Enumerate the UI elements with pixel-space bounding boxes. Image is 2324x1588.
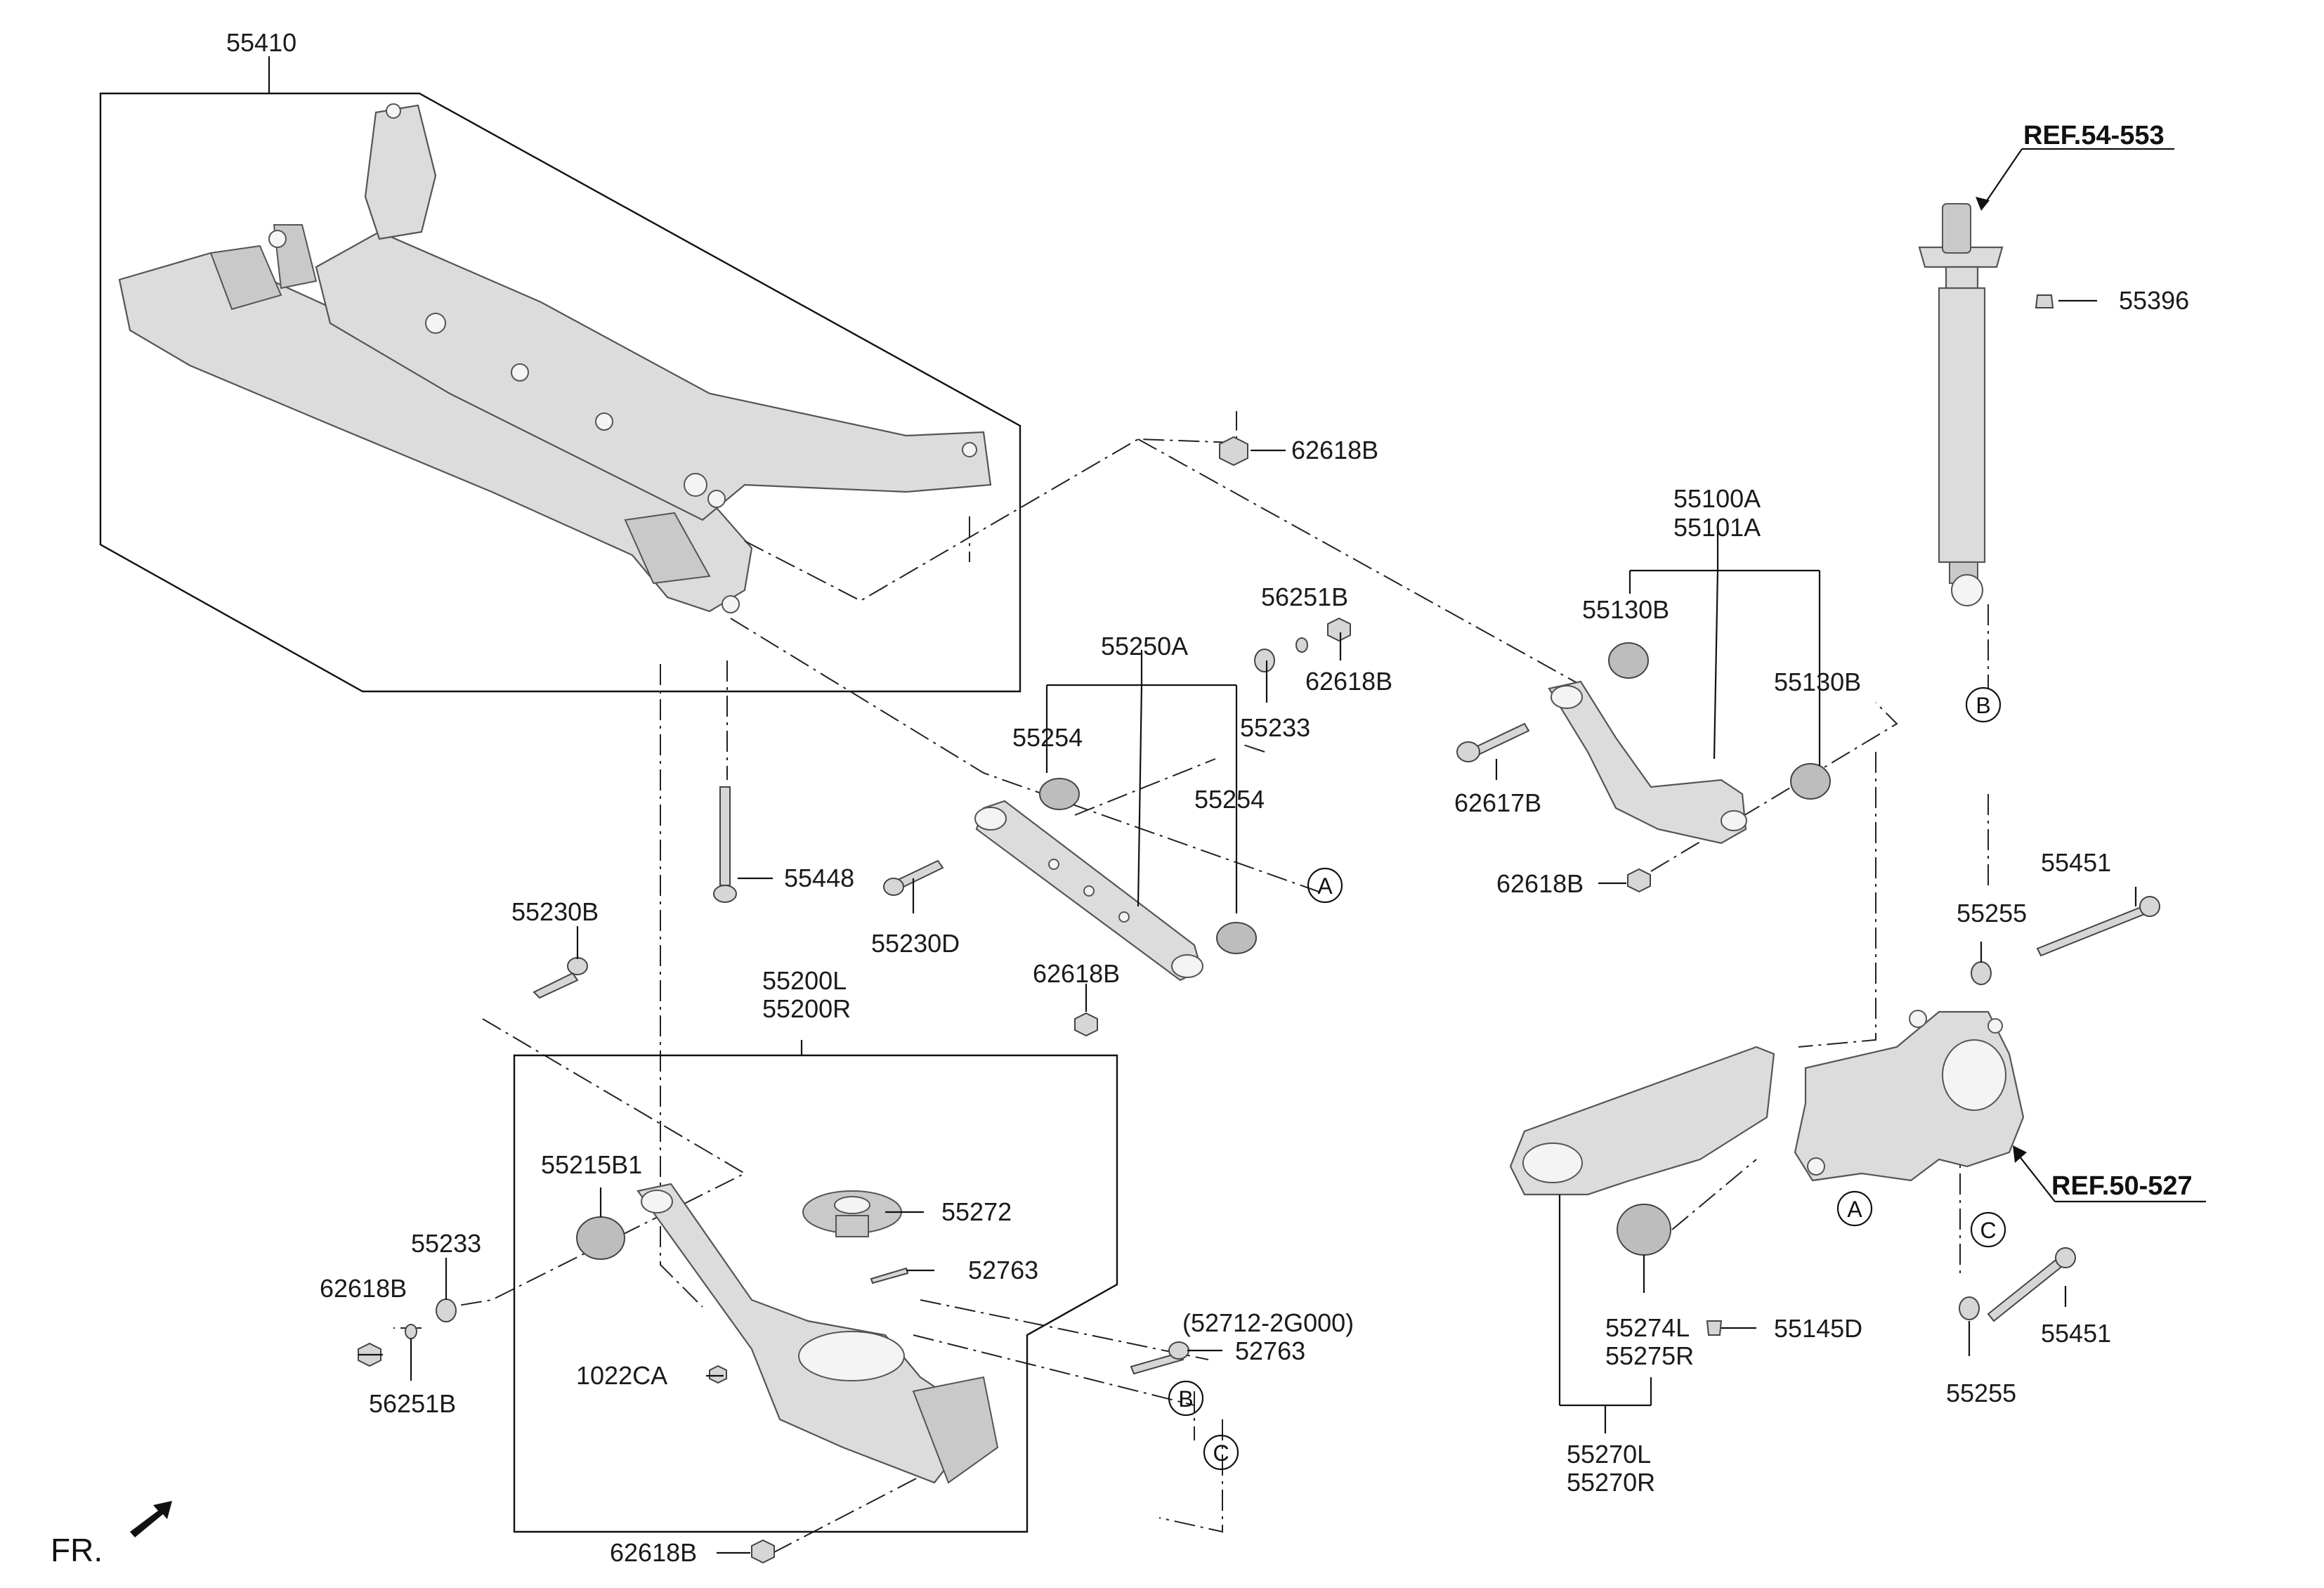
label-nut-upperarm: 62618B: [1496, 869, 1584, 898]
label-washer-55255-bottom: 55255: [1946, 1379, 2016, 1407]
label-nut-bottom: 62618B: [610, 1538, 697, 1567]
label-upper-bush-left: 55130B: [1582, 595, 1669, 624]
label-washer-55233-top: 55233: [1240, 713, 1310, 742]
part-labels: 55410 62618B 55100A 55101A 55130B 55130B…: [51, 28, 2193, 1568]
label-bush-55215b1: 55215B1: [541, 1150, 642, 1179]
assist-arm[interactable]: [974, 800, 1203, 982]
label-bolt-55451-bottom: 55451: [2041, 1319, 2111, 1348]
trailing-arm-bushing: [1617, 1204, 1671, 1256]
label-nut-top: 62618B: [1291, 436, 1378, 464]
label-bolt-55230b: 55230B: [511, 897, 599, 926]
label-knuckle-ref: REF.50-527: [2051, 1171, 2193, 1201]
label-bolt-62617b: 62617B: [1454, 788, 1541, 817]
label-seat-55272: 55272: [941, 1197, 1012, 1226]
label-assist-arm: 55250A: [1101, 632, 1188, 660]
label-upper-arm-a: 55100A: [1673, 484, 1761, 513]
marker-c-lower: C: [1213, 1440, 1229, 1466]
label-nut-1022ca: 1022CA: [576, 1361, 667, 1390]
label-bolt-part-no: (52712-2G000): [1182, 1308, 1354, 1337]
crossmember-assembly[interactable]: [99, 56, 1021, 693]
label-bush-55254-left: 55254: [1012, 723, 1083, 752]
label-nut-assist: 62618B: [1033, 959, 1120, 988]
marker-a-top: A: [1317, 873, 1333, 899]
assist-arm-bushings: [1039, 778, 1257, 954]
label-washer-55233-left: 55233: [411, 1229, 481, 1258]
lower-arm-bushing: [576, 1216, 625, 1260]
label-lower-arm-r: 55200R: [762, 994, 851, 1023]
label-shock-ref: REF.54-553: [2023, 121, 2165, 150]
upper-arm[interactable]: [1548, 680, 1747, 845]
leader-lines: [130, 148, 2206, 1554]
label-upper-arm-b: 55101A: [1673, 513, 1761, 542]
label-washer-left: 56251B: [369, 1389, 456, 1418]
marker-c-knuckle: C: [1980, 1218, 1996, 1243]
front-marker: FR.: [51, 1532, 103, 1568]
label-nut-mid: 62618B: [1305, 667, 1392, 696]
marker-a-knuckle: A: [1847, 1197, 1862, 1222]
lower-spring-arm[interactable]: [513, 1040, 1118, 1533]
marker-b-lower: B: [1178, 1386, 1193, 1412]
label-trailing-arm-r: 55270R: [1567, 1468, 1655, 1497]
label-nut-left: 62618B: [320, 1274, 407, 1303]
label-bolt-55451-top: 55451: [2041, 848, 2111, 877]
label-shock-bolt: 55396: [2119, 286, 2189, 315]
label-washer-top: 56251B: [1261, 583, 1348, 611]
shock-bolt: [2035, 294, 2054, 308]
label-bush-55275r: 55275R: [1605, 1341, 1694, 1370]
fasteners: [358, 436, 2160, 1564]
label-bolt-52763-lower: 52763: [1235, 1336, 1305, 1365]
label-trailing-arm-l: 55270L: [1567, 1440, 1651, 1469]
spring-seat: [802, 1190, 902, 1237]
label-bolt-55145d: 55145D: [1774, 1314, 1862, 1343]
label-bolt-52763-upper: 52763: [968, 1256, 1038, 1284]
trailing-arm[interactable]: [1509, 1046, 1775, 1196]
rear-knuckle[interactable]: [1794, 1010, 2025, 1182]
label-bush-55274l: 55274L: [1605, 1313, 1690, 1342]
label-bolt-55230d: 55230D: [871, 929, 960, 958]
marker-b-shock: B: [1976, 693, 1990, 718]
label-lower-arm-l: 55200L: [762, 966, 847, 995]
upper-arm-bushings: [1608, 642, 1831, 800]
label-bolt-55448: 55448: [784, 864, 854, 892]
label-bush-55254-right: 55254: [1194, 785, 1265, 814]
label-crossmember: 55410: [226, 28, 296, 57]
label-washer-55255-top: 55255: [1957, 899, 2027, 928]
shock-absorber[interactable]: [1918, 203, 2004, 606]
label-upper-bush-right: 55130B: [1774, 668, 1861, 696]
circle-markers: A B A C B C: [1168, 686, 2006, 1471]
